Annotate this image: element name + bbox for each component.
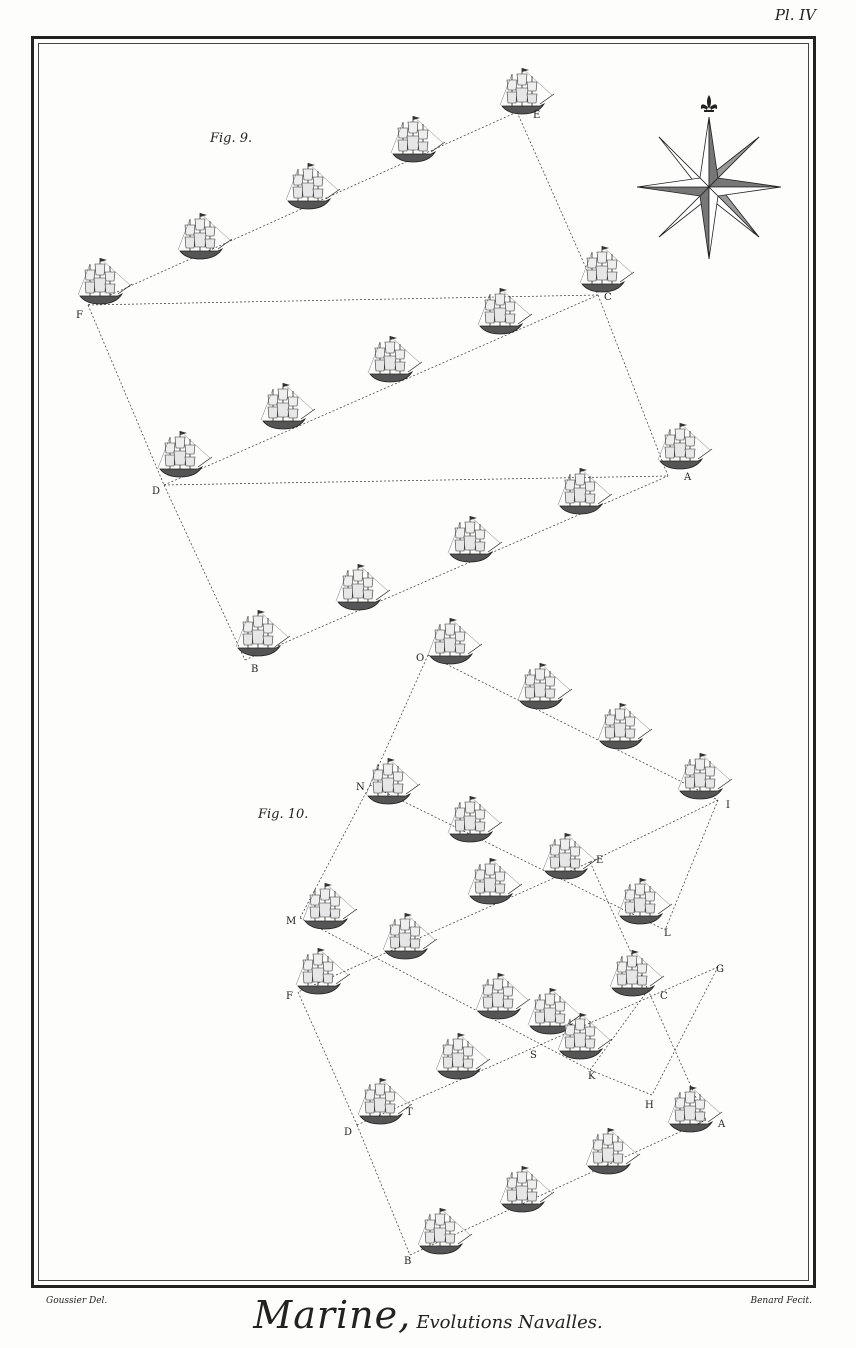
plate-inner-border (38, 43, 809, 1281)
fig10-line-MK (299, 917, 591, 1071)
point-label: G (716, 964, 724, 975)
drawer-credit: Goussier Del. (46, 1296, 108, 1306)
ship (475, 972, 531, 1020)
point-label: A (717, 1119, 726, 1130)
fig10-line-KC (589, 989, 649, 1071)
plate-title: Marine, Evolutions Navalles. (0, 1293, 856, 1337)
point-label: I (726, 800, 730, 811)
plate-outer-border (31, 36, 816, 1288)
ship (417, 1207, 473, 1255)
point-label: E (596, 855, 603, 866)
ship (382, 912, 438, 960)
fig10-label: Fig. 10. (257, 807, 308, 822)
ship (427, 617, 483, 665)
ship (77, 257, 133, 305)
fig10-line-OI (427, 654, 719, 801)
ship (447, 515, 503, 563)
ship (499, 1165, 555, 1213)
ship (157, 430, 213, 478)
ship (657, 422, 713, 470)
point-label: S (530, 1050, 537, 1061)
plate-number: Pl. IV (774, 6, 816, 24)
point-label: D (152, 486, 160, 497)
ship (295, 947, 351, 995)
fig9-ships (77, 67, 713, 657)
point-label: C (660, 991, 668, 1002)
point-label: L (664, 928, 671, 939)
point-label: N (356, 782, 365, 793)
point-label: B (251, 664, 258, 675)
ship (609, 949, 665, 997)
fig9-labels: Fig. 9. F E C D A B (76, 110, 692, 675)
ship (367, 335, 423, 383)
fig9-line-FD (87, 304, 165, 486)
ship (467, 857, 523, 905)
fig9-line-DC (163, 294, 599, 486)
ship (557, 467, 613, 515)
ship (357, 1077, 413, 1125)
point-label: O (416, 653, 424, 664)
point-label: E (533, 110, 540, 121)
ship (235, 609, 291, 657)
fig10-line-IL (664, 799, 719, 931)
fig9-line-FE (87, 111, 518, 306)
fig10-line-NL (369, 784, 666, 931)
fig10-line-IE (589, 799, 719, 863)
ship (597, 702, 653, 750)
point-label: D (344, 1127, 352, 1138)
ship (499, 67, 555, 115)
fleur-de-lis-icon (700, 95, 718, 112)
fig9-line-CA (597, 294, 669, 477)
ship (667, 1085, 723, 1133)
ship (557, 1012, 613, 1060)
fig10-line-EF (297, 861, 591, 993)
fig10-diagram (297, 654, 719, 1256)
point-label: C (604, 292, 612, 303)
point-label: B (404, 1256, 411, 1267)
ship (517, 662, 573, 710)
ship (177, 212, 233, 260)
ship (390, 115, 446, 163)
fig10-line-DG (356, 966, 719, 1126)
ship (447, 795, 503, 843)
fig10-line-DB (356, 1124, 411, 1256)
fig9-diagram (87, 111, 669, 661)
point-label: K (588, 1071, 596, 1082)
point-label: H (645, 1100, 654, 1111)
plate-title-main: Marine, (253, 1293, 412, 1337)
point-label: F (76, 310, 83, 321)
ship (579, 245, 635, 293)
engraver-credit: Benard Fecit. (750, 1296, 812, 1306)
point-label: M (286, 916, 296, 927)
ship (677, 752, 733, 800)
ship (335, 563, 391, 611)
point-label: A (683, 472, 692, 483)
fig9-line-EC (516, 111, 599, 296)
fig10-labels: Fig. 10. O N I E M L F C G S K H D T A B (257, 653, 730, 1267)
fig10-line-FD (297, 991, 358, 1126)
fig10-line-HK (589, 1069, 653, 1096)
ship (617, 877, 673, 925)
ship (435, 1032, 491, 1080)
fig9-line-FC (87, 294, 599, 306)
ship (302, 882, 358, 930)
ship (585, 1127, 641, 1175)
plate-title-sub: Evolutions Navalles. (416, 1312, 603, 1333)
ship (365, 757, 421, 805)
fig10-line-ON (369, 654, 429, 786)
compass-rose-icon (636, 95, 782, 260)
ship (542, 832, 598, 880)
fig9-label: Fig. 9. (209, 131, 252, 146)
fig9-line-DB (163, 484, 246, 661)
fig10-line-GH (651, 966, 719, 1096)
point-label: F (286, 991, 293, 1002)
ship (285, 162, 341, 210)
point-label: T (406, 1107, 413, 1118)
